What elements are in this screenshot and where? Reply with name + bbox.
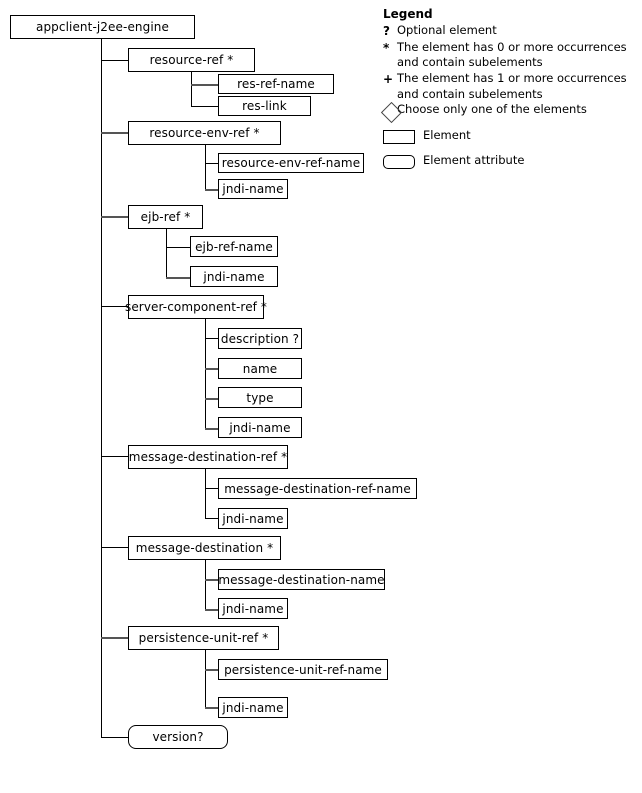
node-resource-env-ref[interactable]: resource-env-ref * (128, 121, 281, 145)
connector-message-destination-ref-name (205, 488, 218, 489)
connector-name (205, 368, 218, 370)
branch-resource-ref (191, 72, 192, 106)
branch-persistence-unit-ref (205, 650, 206, 708)
node-message-destination-ref[interactable]: message-destination-ref * (128, 445, 288, 469)
legend-title: Legend (383, 7, 433, 21)
connector-message-destination (101, 547, 128, 548)
connector-ejb-ref-name (166, 247, 190, 248)
legend-entry-optional: ? Optional element (383, 23, 633, 39)
legend-entry-element: Element (383, 128, 633, 148)
node-version[interactable]: version? (128, 725, 228, 749)
node-message-destination[interactable]: message-destination * (128, 536, 281, 560)
legend-entry-one-or-more: + The element has 1 or more occurrences … (383, 71, 633, 102)
node-name[interactable]: name (218, 358, 302, 379)
trunk-line (101, 39, 102, 737)
branch-ejb-ref (166, 229, 167, 277)
connector-jndi-name-scr (205, 428, 218, 430)
rectangle-icon (383, 128, 423, 148)
connector-resource-env-ref-name (205, 163, 218, 164)
question-mark-icon: ? (383, 24, 390, 39)
connector-jndi-name-pur (205, 707, 218, 709)
connector-message-destination-ref (101, 456, 128, 457)
connector-message-destination-name (205, 579, 218, 581)
node-jndi-name-server-component-ref[interactable]: jndi-name (218, 417, 302, 438)
rounded-rectangle-icon (383, 153, 423, 173)
connector-resource-env-ref (101, 132, 128, 134)
branch-message-destination (205, 560, 206, 610)
node-persistence-unit-ref-name[interactable]: persistence-unit-ref-name (218, 659, 388, 680)
node-jndi-name-ejb-ref[interactable]: jndi-name (190, 266, 278, 287)
diamond-icon (380, 102, 403, 124)
node-jndi-name-resource-env-ref[interactable]: jndi-name (218, 179, 288, 199)
node-jndi-name-message-destination-ref[interactable]: jndi-name (218, 508, 288, 529)
connector-res-link (191, 106, 218, 107)
connector-persistence-unit-ref-name (205, 669, 218, 671)
legend-entry-zero-or-more: * The element has 0 or more occurrences … (383, 40, 633, 71)
node-message-destination-ref-name[interactable]: message-destination-ref-name (218, 478, 417, 499)
connector-resource-ref (101, 60, 128, 61)
connector-version (101, 737, 128, 738)
legend-entry-choice-text: Choose only one of the elements (397, 102, 587, 117)
node-res-ref-name[interactable]: res-ref-name (218, 74, 334, 94)
connector-ejb-ref (101, 216, 128, 218)
legend-entry-element-attribute: Element attribute (383, 153, 633, 173)
asterisk-icon: * (383, 40, 390, 55)
branch-message-destination-ref (205, 469, 206, 519)
node-jndi-name-message-destination[interactable]: jndi-name (218, 598, 288, 619)
connector-server-component-ref (101, 306, 128, 307)
node-persistence-unit-ref[interactable]: persistence-unit-ref * (128, 626, 279, 650)
connector-persistence-unit-ref (101, 637, 128, 639)
branch-resource-env-ref (205, 145, 206, 189)
legend-entry-zero-or-more-text: The element has 0 or more occurrences an… (397, 39, 627, 70)
legend-entry-choice: Choose only one of the elements (380, 102, 633, 124)
connector-jndi-name-mdr (205, 518, 218, 519)
node-resource-env-ref-name[interactable]: resource-env-ref-name (218, 153, 364, 173)
legend-entry-element-text: Element (423, 128, 471, 143)
node-server-component-ref[interactable]: server-component-ref * (125, 295, 267, 319)
node-ejb-ref-name[interactable]: ejb-ref-name (190, 236, 278, 257)
legend: Legend ? Optional element * The element … (380, 6, 633, 173)
node-description[interactable]: description ? (218, 328, 302, 349)
connector-jndi-name-md (205, 609, 218, 611)
legend-entry-element-attribute-text: Element attribute (423, 152, 525, 167)
plus-icon: + (383, 71, 394, 86)
node-message-destination-name[interactable]: message-destination-name (218, 569, 385, 590)
connector-jndi-name-env (205, 189, 218, 191)
node-type[interactable]: type (218, 387, 302, 408)
legend-entry-optional-text: Optional element (397, 23, 497, 38)
node-resource-ref[interactable]: resource-ref * (128, 48, 255, 72)
node-res-link[interactable]: res-link (218, 96, 311, 116)
connector-jndi-name-ejb (166, 277, 190, 279)
node-appclient-j2ee-engine[interactable]: appclient-j2ee-engine (10, 15, 195, 39)
connector-res-ref-name (191, 84, 218, 86)
legend-entry-one-or-more-text: The element has 1 or more occurrences an… (397, 70, 627, 101)
branch-server-component-ref (205, 319, 206, 428)
node-ejb-ref[interactable]: ejb-ref * (128, 205, 203, 229)
node-jndi-name-persistence-unit-ref[interactable]: jndi-name (218, 697, 288, 718)
connector-type (205, 398, 218, 400)
connector-description (205, 338, 218, 339)
